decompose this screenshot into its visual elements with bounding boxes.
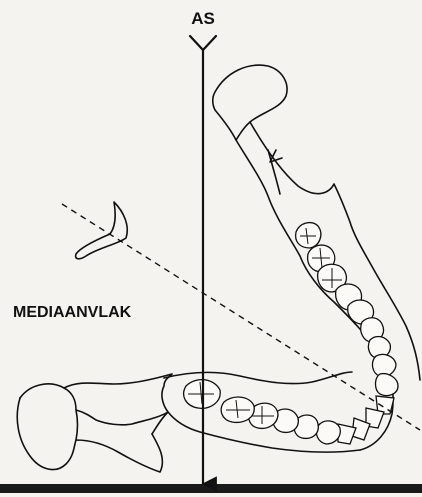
condyle-lower-neck bbox=[76, 410, 78, 440]
coronoid-fragment bbox=[76, 202, 128, 259]
condyle-lower-outer bbox=[17, 398, 162, 472]
tooth bbox=[316, 421, 340, 444]
tooth bbox=[296, 223, 321, 248]
tooth bbox=[338, 424, 356, 444]
condyle-upper bbox=[213, 65, 287, 140]
median-plane-label: MEDIAANVLAK bbox=[13, 304, 132, 321]
axis-fork-icon bbox=[190, 36, 216, 50]
baseline-bar bbox=[0, 484, 422, 493]
mylohyoid-line bbox=[268, 150, 280, 194]
tooth bbox=[376, 374, 399, 396]
condyle-lower bbox=[20, 374, 172, 425]
axis-label: AS bbox=[191, 9, 215, 28]
mandible-outline bbox=[17, 65, 420, 472]
